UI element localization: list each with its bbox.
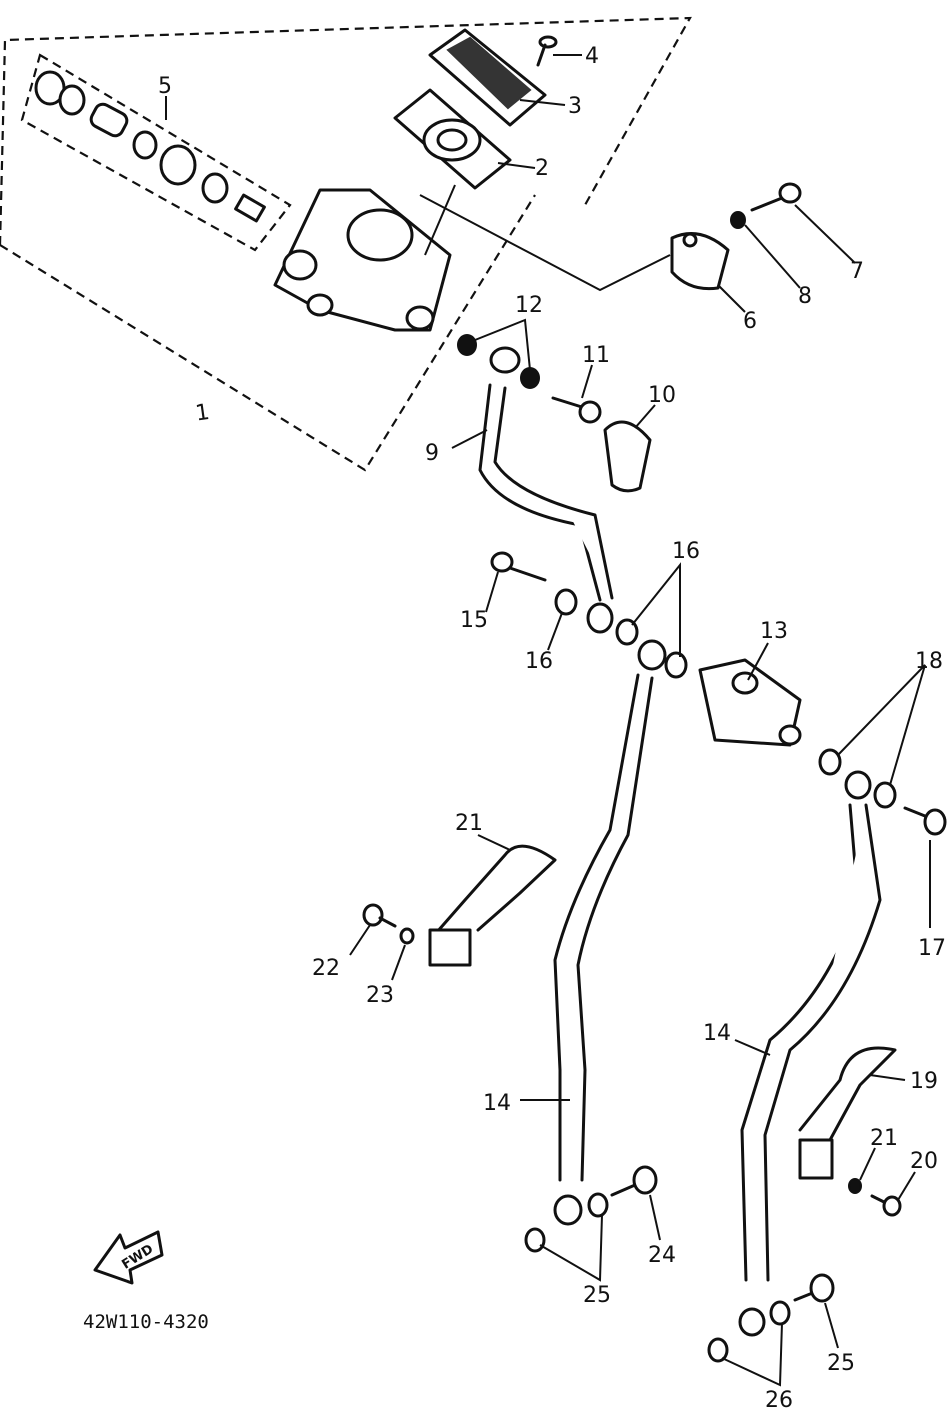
- callout-21: 21: [870, 1126, 898, 1151]
- callout-12: 12: [515, 293, 543, 318]
- callout-9: 9: [425, 441, 439, 466]
- washer-12b: [520, 367, 540, 389]
- washer-26b: [524, 1227, 546, 1253]
- callout-26-left: 25: [583, 1283, 611, 1308]
- hose-guide-22: [428, 844, 557, 967]
- callout-1: 1: [194, 400, 211, 427]
- callout-17: 17: [918, 936, 946, 961]
- callout-6: 6: [743, 309, 757, 334]
- union-bolt-17: [903, 806, 947, 836]
- lower-brake-hose-left: [553, 639, 667, 1226]
- assembly-1-boundary: [0, 16, 692, 246]
- washer-24: [399, 927, 415, 945]
- callout-14-left: 14: [483, 1091, 511, 1116]
- callout-15: 15: [460, 608, 488, 633]
- callout-20: 20: [910, 1149, 938, 1174]
- washer-16a: [554, 588, 578, 616]
- callout-24: 23: [366, 983, 394, 1008]
- callout-19: 19: [910, 1069, 938, 1094]
- washer-18a: [818, 748, 842, 776]
- union-bolt-15: [490, 551, 547, 582]
- callout-labels: 4 3 2 5 7 8 6 12 11 10 1 9 16 15 16 13 1…: [158, 44, 946, 1409]
- piston-kit: [34, 70, 266, 223]
- washer-21: [848, 1178, 862, 1194]
- callout-4: 4: [585, 44, 599, 69]
- union-bolt-25b: [793, 1273, 835, 1303]
- reservoir-cap: [428, 28, 547, 127]
- callout-26-right: 26: [765, 1388, 793, 1409]
- union-bolt-25a: [610, 1165, 658, 1197]
- callout-10: 10: [648, 383, 676, 408]
- kit-5-boundary: [20, 53, 292, 252]
- callout-13: 13: [760, 619, 788, 644]
- diaphragm: [393, 88, 512, 190]
- washer-26d: [707, 1337, 729, 1363]
- callout-7: 7: [850, 259, 864, 284]
- callout-2: 2: [535, 156, 549, 181]
- boot-cap: [603, 420, 652, 493]
- part-code: 42W110-4320: [83, 1311, 209, 1333]
- callout-22: 21: [455, 811, 483, 836]
- callout-16-top: 16: [672, 539, 700, 564]
- screw-20: [870, 1194, 902, 1217]
- callout-5: 5: [158, 74, 172, 99]
- cap-screw: [536, 35, 558, 67]
- callout-11: 11: [582, 343, 610, 368]
- lower-brake-hose-right: [738, 770, 882, 1337]
- upper-brake-hose: [478, 346, 614, 634]
- holder-bolt: [750, 182, 802, 212]
- washer-26c: [769, 1300, 791, 1326]
- washer-18b: [873, 781, 897, 809]
- screw-23: [362, 903, 397, 928]
- holder: [670, 232, 730, 291]
- washer-16b: [615, 618, 639, 646]
- assembly-1-boundary-lower: [0, 194, 536, 472]
- callout-25-right: 25: [827, 1351, 855, 1376]
- callout-8: 8: [798, 284, 812, 309]
- brake-hose-joint: [698, 658, 802, 747]
- washer-26a: [587, 1192, 609, 1218]
- holder-washer: [730, 211, 746, 229]
- washer-16c: [664, 651, 688, 679]
- callout-16-left: 16: [525, 649, 553, 674]
- callout-23: 22: [312, 956, 340, 981]
- hose-guide-19: [798, 1046, 897, 1180]
- washer-12a: [457, 334, 477, 356]
- callout-18: 18: [915, 649, 943, 674]
- callout-3: 3: [568, 94, 582, 119]
- forward-arrow: FWD: [93, 1230, 164, 1285]
- union-bolt-11: [551, 396, 602, 424]
- leader-lines: [165, 54, 931, 1387]
- master-cylinder-body: [273, 188, 452, 332]
- callout-25-left: 24: [648, 1243, 676, 1268]
- callout-14-right: 14: [703, 1021, 731, 1046]
